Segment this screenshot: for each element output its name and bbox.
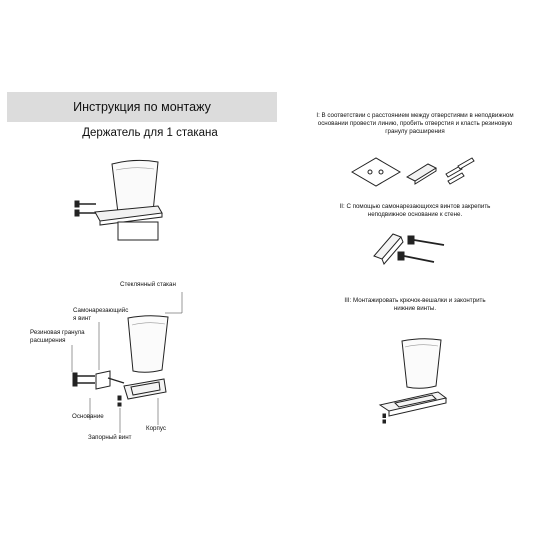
step-3-line-1: III: Монтажировать крючок-вешалки и зако… bbox=[344, 297, 486, 304]
title-bar bbox=[7, 92, 277, 122]
callout-set-screw: Запорный винт bbox=[88, 434, 132, 441]
callout-screw-line2: я винт bbox=[73, 315, 92, 322]
document-subtitle: Держатель для 1 стакана bbox=[82, 127, 218, 139]
callout-base: Основание bbox=[72, 413, 104, 420]
step-1-text: I: В соответствии с расстоянием между от… bbox=[300, 112, 530, 137]
step-1-line-1: I: В соответствии с расстоянием между от… bbox=[316, 112, 514, 119]
callout-anchor-line2: расширения bbox=[30, 337, 66, 344]
step-1-line-3: гранулу расширения bbox=[385, 128, 445, 136]
step-2-line-2: неподвижное основание к стене. bbox=[367, 211, 463, 219]
callout-body: Корпус bbox=[146, 425, 166, 432]
step-2-line-1: II: С помощью самонарезающихся винтов за… bbox=[339, 203, 491, 210]
callout-glass: Стеклянный стакан bbox=[120, 281, 176, 288]
document-title: Инструкция по монтажу bbox=[73, 100, 211, 114]
callout-anchor-line1: Резиновая гранула bbox=[30, 329, 85, 336]
callout-screw-line1: Самонарезающийс bbox=[73, 307, 129, 314]
step-1-line-2: основании провести линию, пробить отверс… bbox=[317, 120, 513, 128]
step-2-text: II: С помощью самонарезающихся винтов за… bbox=[300, 203, 530, 219]
step-3-line-2: нижние винты. bbox=[393, 305, 437, 313]
step-3-text: III: Монтажировать крючок-вешалки и зако… bbox=[300, 297, 530, 313]
